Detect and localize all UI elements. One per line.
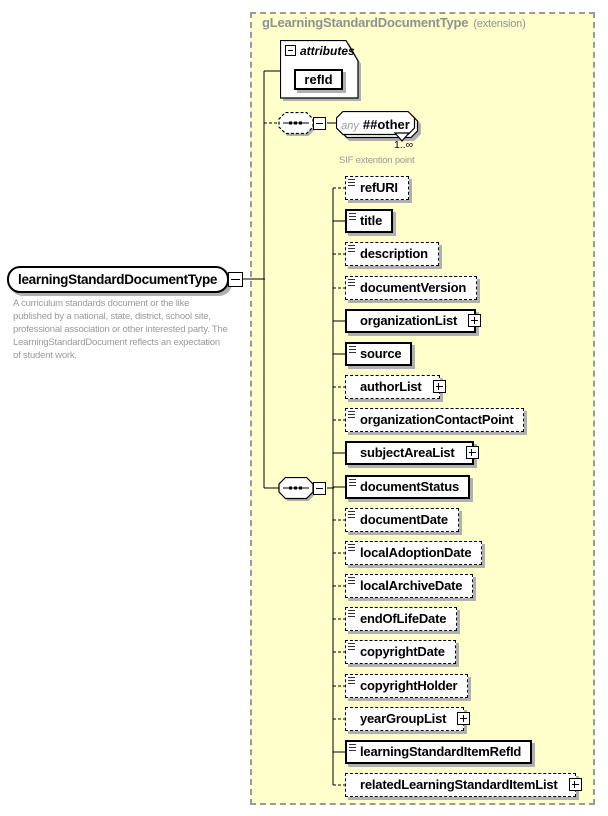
collapse-icon[interactable]: [228, 272, 243, 287]
attributes-group[interactable]: attributes refId: [279, 39, 372, 110]
text-content-icon: [349, 744, 356, 752]
any-wildcard-shape: [335, 110, 421, 142]
element-documentStatus[interactable]: documentStatus: [345, 475, 471, 499]
sequence-icon: [278, 476, 315, 501]
element-documentVersion[interactable]: documentVersion: [345, 276, 478, 300]
text-content-icon: [349, 479, 356, 487]
expand-plus-icon[interactable]: [465, 446, 479, 459]
element-relatedLearningStandardItemList[interactable]: relatedLearningStandardItemList: [345, 773, 582, 797]
element-label: copyrightHolder: [360, 678, 458, 693]
expand-plus-icon[interactable]: [432, 380, 446, 393]
any-wildcard[interactable]: any##other: [335, 110, 431, 147]
root-element[interactable]: learningStandardDocumentType: [7, 266, 243, 293]
element-source[interactable]: source: [345, 342, 413, 366]
collapse-icon[interactable]: [313, 482, 326, 495]
text-content-icon: [348, 643, 355, 651]
element-endOfLifeDate[interactable]: endOfLifeDate: [345, 607, 458, 631]
element-label: copyrightDate: [360, 644, 445, 659]
text-content-icon: [348, 245, 355, 253]
element-organizationList[interactable]: organizationList: [345, 309, 482, 333]
any-namespace: ##other: [362, 117, 410, 132]
element-label: refURI: [360, 180, 398, 195]
element-copyrightDate[interactable]: copyrightDate: [345, 640, 456, 664]
text-content-icon: [348, 677, 355, 685]
element-organizationContactPoint[interactable]: organizationContactPoint: [345, 408, 525, 432]
element-label: subjectAreaList: [360, 445, 455, 460]
element-label: description: [360, 246, 428, 261]
sequence-compositor-optional[interactable]: [278, 111, 318, 140]
element-refURI[interactable]: refURI: [345, 176, 409, 200]
element-label: documentStatus: [360, 479, 460, 494]
element-yearGroupList[interactable]: yearGroupList: [345, 707, 471, 731]
element-documentDate[interactable]: documentDate: [345, 508, 459, 532]
attributes-label: attributes: [300, 44, 355, 58]
expand-plus-icon[interactable]: [468, 314, 482, 327]
any-wildcard-text: any##other: [336, 116, 415, 134]
text-content-icon: [349, 213, 356, 221]
element-label: documentVersion: [360, 280, 467, 295]
element-label: authorList: [360, 379, 422, 394]
element-label: organizationList: [360, 313, 458, 328]
text-content-icon: [348, 411, 355, 419]
element-label: learningStandardItemRefId: [360, 744, 522, 759]
text-content-icon: [349, 346, 356, 354]
attribute-label: refId: [304, 72, 333, 87]
element-label: localAdoptionDate: [360, 545, 472, 560]
text-content-icon: [348, 511, 355, 519]
element-learningStandardItemRefId[interactable]: learningStandardItemRefId: [345, 740, 533, 764]
extension-title-text: gLearningStandardDocumentType: [262, 15, 469, 30]
sequence-compositor-main[interactable]: [278, 476, 318, 505]
element-localArchiveDate[interactable]: localArchiveDate: [345, 574, 474, 598]
element-copyrightHolder[interactable]: copyrightHolder: [345, 674, 469, 698]
element-label: relatedLearningStandardItemList: [360, 777, 558, 792]
extension-title: gLearningStandardDocumentType (extension): [262, 15, 526, 30]
element-label: source: [360, 346, 402, 361]
element-label: organizationContactPoint: [360, 412, 514, 427]
text-content-icon: [348, 610, 355, 618]
root-element-label: learningStandardDocumentType: [18, 272, 218, 287]
element-subjectAreaList[interactable]: subjectAreaList: [345, 441, 479, 465]
element-authorList[interactable]: authorList: [345, 375, 446, 399]
attribute-refId[interactable]: refId: [294, 69, 343, 90]
element-label: documentDate: [360, 512, 448, 527]
text-content-icon: [348, 577, 355, 585]
element-localAdoptionDate[interactable]: localAdoptionDate: [345, 541, 483, 565]
root-annotation: A curriculum standards document or the l…: [13, 298, 228, 361]
text-content-icon: [348, 179, 355, 187]
text-content-icon: [348, 279, 355, 287]
element-description[interactable]: description: [345, 242, 439, 266]
element-title[interactable]: title: [345, 209, 394, 233]
wildcard-note: SIF extention point: [339, 155, 415, 166]
element-label: yearGroupList: [360, 711, 447, 726]
text-content-icon: [348, 544, 355, 552]
collapse-icon[interactable]: [313, 117, 326, 130]
any-keyword: any: [341, 120, 359, 132]
expand-plus-icon[interactable]: [568, 778, 582, 791]
element-label: title: [360, 213, 383, 228]
element-label: endOfLifeDate: [360, 611, 447, 626]
occurrence-label: 1..∞: [394, 139, 414, 151]
element-label: localArchiveDate: [360, 578, 463, 593]
sequence-icon: [278, 111, 315, 136]
extension-suffix: (extension): [473, 18, 526, 30]
collapse-icon[interactable]: [285, 45, 296, 56]
expand-plus-icon[interactable]: [457, 712, 471, 725]
